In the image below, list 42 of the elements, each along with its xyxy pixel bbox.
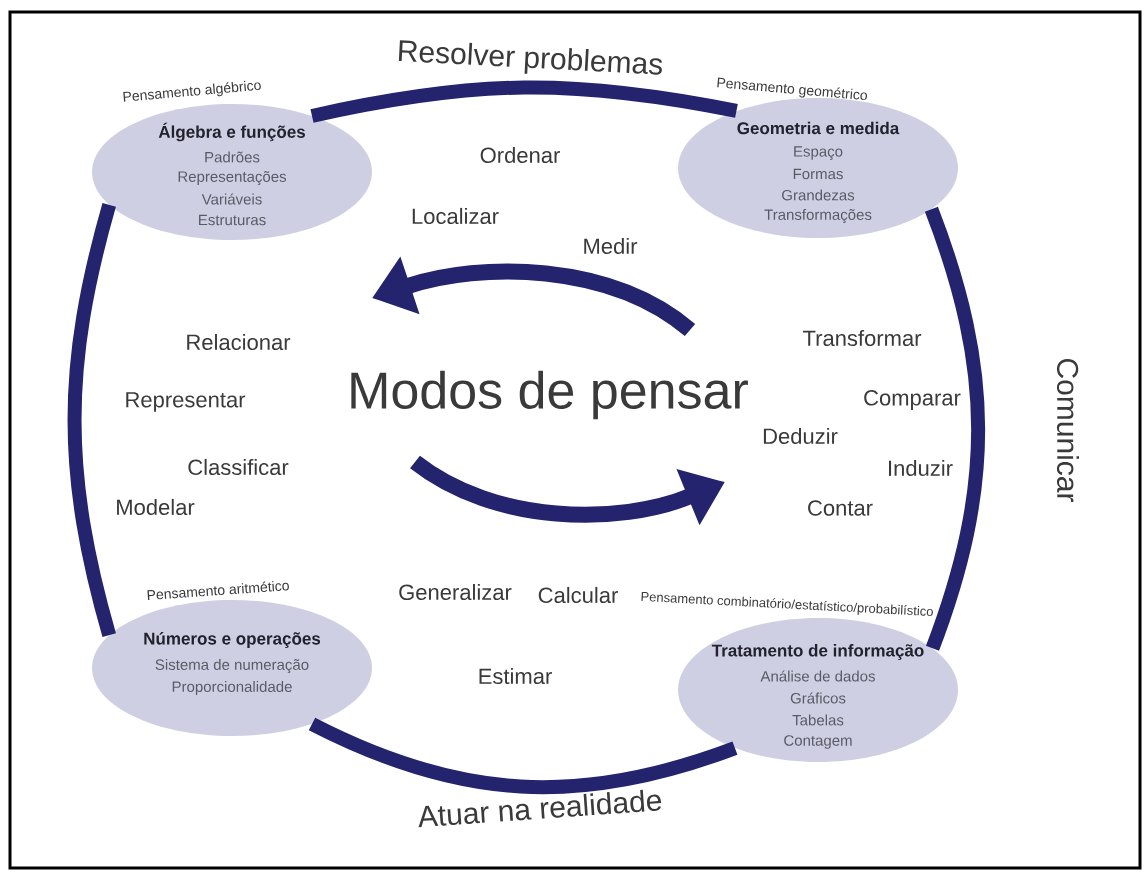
verb-label: Representar [126, 392, 246, 412]
node-label: Gráficos [790, 692, 846, 704]
node-label: Representações [178, 171, 287, 185]
arc-connector [310, 80, 738, 123]
verb-label: Comparar [864, 390, 961, 410]
node-label: Transformações [764, 208, 872, 224]
node-label: Análise de dados [760, 670, 875, 682]
node-label: Tratamento de informação [711, 644, 924, 660]
verb-label: Induzir [889, 459, 953, 477]
ellipse-caption: Pensamento algébrico [123, 80, 261, 102]
node-label: Álgebra e funções [158, 122, 305, 142]
arc-connector [308, 717, 738, 794]
ellipse-caption: Pensamento combinatório/estatístico/probabilístico [641, 591, 933, 617]
ellipse-caption: Pensamento aritmético [147, 581, 289, 600]
verb-label: Estimar [479, 667, 552, 685]
verb-label: Generalizar [399, 583, 512, 601]
central-title: Modos de pensar [351, 370, 748, 420]
verb-label: Modelar [117, 498, 195, 516]
node-label: Grandezas [782, 189, 855, 201]
verb-label: Transformar [803, 329, 922, 347]
arc-connector [67, 203, 116, 637]
node-label: Contagem [784, 735, 852, 749]
node-label: Formas [793, 168, 843, 180]
verb-label: Classificar [188, 458, 289, 476]
node-label: Geometria e medida [737, 121, 900, 135]
verb-label: Localizar [412, 207, 499, 225]
verb-label: Relacionar [187, 333, 291, 351]
node-label: Estruturas [199, 214, 266, 226]
verb-label: Contar [808, 500, 873, 516]
node-label: Padrões [205, 151, 260, 163]
node-label: Espaço [794, 146, 843, 160]
node-label: Tabelas [792, 714, 844, 726]
verb-label: Ordenar [480, 146, 560, 164]
verb-label: Deduzir [763, 427, 838, 445]
edge-label: Atuar na realidade [418, 789, 662, 828]
verb-label: Calcular [538, 586, 618, 604]
ellipse-caption: Pensamento geométrico [717, 77, 867, 101]
edge-label: Resolver problemas [398, 40, 662, 75]
node-label: Variáveis [201, 193, 262, 205]
verb-label: Medir [584, 237, 638, 255]
edge-label: Comunicar [1057, 359, 1079, 502]
arc-connector [924, 206, 986, 651]
